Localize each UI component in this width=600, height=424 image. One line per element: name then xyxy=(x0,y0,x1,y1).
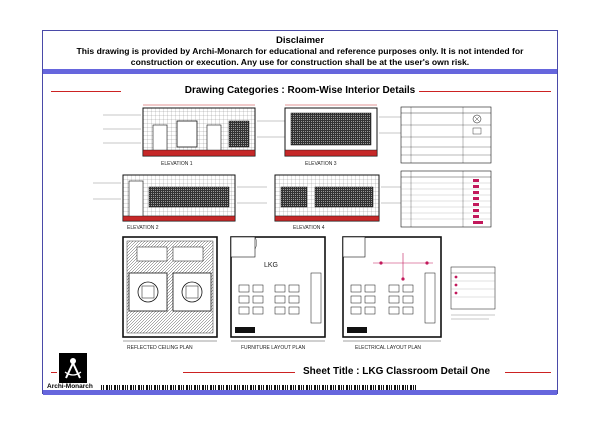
electrical-label: ELECTRICAL LAYOUT PLAN xyxy=(355,345,421,351)
cad-drawings: ELEVATION 1 ELEVATION 3 xyxy=(93,104,496,351)
disclaimer-text: This drawing is provided by Archi-Monarc… xyxy=(51,46,549,68)
heading-rule-right xyxy=(365,91,551,92)
sheet-title-row: Sheet Title : LKG Classroom Detail One xyxy=(43,365,557,379)
title-rule-middle xyxy=(183,372,295,373)
rcp-label: REFLECTED CEILING PLAN xyxy=(127,345,193,351)
brand-name: Archi-Monarch xyxy=(47,383,93,390)
elevation-3-label: ELEVATION 3 xyxy=(305,161,337,167)
electrical-legend xyxy=(450,266,496,320)
barcode-strip xyxy=(101,385,417,390)
accent-band-bottom xyxy=(43,390,557,395)
elevation-4-label: ELEVATION 4 xyxy=(293,225,325,231)
compass-logo-icon xyxy=(59,353,87,383)
drawing-sheet: Disclaimer This drawing is provided by A… xyxy=(42,30,559,395)
legend-table-1 xyxy=(400,106,492,164)
disclaimer-title: Disclaimer xyxy=(275,35,325,46)
elevation-3-drawing xyxy=(284,104,405,157)
furniture-label: FURNITURE LAYOUT PLAN xyxy=(241,345,306,351)
furniture-layout-plan-drawing xyxy=(230,236,326,342)
disclaimer-line-1: This drawing is provided by Archi-Monarc… xyxy=(76,46,524,56)
elevation-2-label: ELEVATION 2 xyxy=(127,225,159,231)
heading-rule-left xyxy=(51,91,121,92)
drawing-area: ELEVATION 1 ELEVATION 3 xyxy=(43,103,559,365)
elevation-1-label: ELEVATION 1 xyxy=(161,161,193,167)
elevation-1-drawing xyxy=(103,104,293,157)
elevation-4-drawing xyxy=(274,174,405,222)
reflected-ceiling-plan-drawing xyxy=(122,236,218,342)
title-rule-right xyxy=(505,372,551,373)
electrical-layout-plan-drawing xyxy=(342,236,442,342)
accent-band-top xyxy=(43,69,557,74)
drawing-categories-heading: Drawing Categories : Room-Wise Interior … xyxy=(180,85,420,96)
lkg-room-label: LKG xyxy=(264,262,278,269)
elevation-2-drawing xyxy=(93,174,267,222)
legend-table-2 xyxy=(400,170,492,228)
disclaimer-line-2: construction or execution. Any use for c… xyxy=(130,57,470,67)
drawing-categories-row: Drawing Categories : Room-Wise Interior … xyxy=(43,83,557,99)
sheet-title: Sheet Title : LKG Classroom Detail One xyxy=(299,365,495,379)
title-rule-left xyxy=(51,372,57,373)
